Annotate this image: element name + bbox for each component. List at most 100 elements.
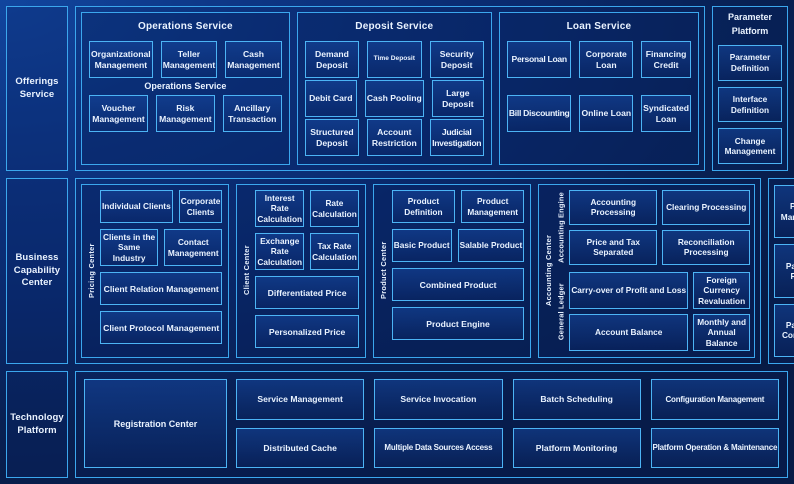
technology-platform-row: Technology Platform Registration Center … xyxy=(6,371,788,478)
cell-exchange-rate-calculation[interactable]: Exchange Rate Calculation xyxy=(255,233,305,271)
panel-pricing-center[interactable]: Pricing Center Individual Clients Corpor… xyxy=(81,184,230,358)
panel-title-operations-service: Operations Service xyxy=(137,21,233,32)
cell-contact-management[interactable]: Contact Management xyxy=(164,229,223,267)
cell-accounting-processing[interactable]: Accounting Processing xyxy=(569,190,658,225)
rail-technology-platform: Technology Platform xyxy=(6,371,68,478)
cell-financing-credit[interactable]: Financing Credit xyxy=(641,41,691,78)
cell-reconciliation-processing[interactable]: Reconciliation Processing xyxy=(662,229,751,265)
cell-corporate-loan[interactable]: Corporate Loan xyxy=(579,41,634,78)
cell-configuration-management[interactable]: Configuration Management xyxy=(650,379,779,420)
cell-time-deposit[interactable]: Time Deposit xyxy=(367,41,422,78)
cell-teller-management[interactable]: Teller Management xyxy=(160,41,218,78)
panel-title-loan-service: Loan Service xyxy=(566,21,632,32)
operations-service-row-1: Organizational Management Teller Managem… xyxy=(89,41,282,78)
cell-parameter-release[interactable]: Parameter Release xyxy=(774,244,794,298)
cell-voucher-management[interactable]: Voucher Management xyxy=(89,95,148,132)
panel-accounting-center[interactable]: Accounting Center Accounting Engine Acco… xyxy=(538,184,756,358)
cell-risk-management[interactable]: Risk Management xyxy=(155,95,215,132)
cell-online-loan[interactable]: Online Loan xyxy=(579,95,634,132)
cell-distributed-cache[interactable]: Distributed Cache xyxy=(236,427,365,468)
cell-account-balance[interactable]: Account Balance xyxy=(569,313,689,351)
parameter-platform-title: Parameter Platform xyxy=(727,12,773,36)
cell-client-relation-management[interactable]: Client Relation Management xyxy=(100,272,223,306)
cell-registration-center[interactable]: Registration Center xyxy=(84,379,227,468)
cell-parameter-definition[interactable]: Parameter Definition xyxy=(718,45,782,81)
cell-interest-rate-calculation[interactable]: Interest Rate Calculation xyxy=(255,190,305,228)
panel-loan-service[interactable]: Loan Service Personal Loan Corporate Loa… xyxy=(498,12,699,165)
cell-monthly-and-annual-balance[interactable]: Monthly and Annual Balance xyxy=(693,313,751,351)
cell-product-definition[interactable]: Product Definition xyxy=(391,190,456,223)
cell-batch-scheduling[interactable]: Batch Scheduling xyxy=(512,379,641,420)
cell-ancillary-transaction[interactable]: Ancillary Transaction xyxy=(222,95,282,132)
cell-bill-discounting[interactable]: Bill Discounting xyxy=(506,95,572,132)
cell-foreign-currency-revaluation[interactable]: Foreign Currency Revaluation xyxy=(693,271,751,309)
deposit-service-row-1: Demand Deposit Time Deposit Security Dep… xyxy=(304,41,484,78)
cell-salable-product[interactable]: Salable Product xyxy=(457,229,525,262)
cell-interface-definition[interactable]: Interface Definition xyxy=(718,86,782,123)
subgroup-general-ledger: General Ledger Carry-over of Profit and … xyxy=(555,271,751,351)
cell-service-invocation[interactable]: Service Invocation xyxy=(374,379,503,420)
cell-rate-calculation[interactable]: Rate Calculation xyxy=(310,190,359,228)
panel-subtitle-operations-service: Operations Service xyxy=(144,81,227,91)
business-capability-center-row: Business Capability Center Pricing Cente… xyxy=(6,178,794,364)
panel-label-product-center: Product Center xyxy=(378,241,388,300)
panel-title-deposit-service: Deposit Service xyxy=(355,21,434,32)
panel-operations-service[interactable]: Operations Service Organizational Manage… xyxy=(81,12,290,165)
cell-platform-monitoring[interactable]: Platform Monitoring xyxy=(512,427,641,468)
cell-platform-operation-and-maintenance[interactable]: Platform Operation & Maintenance xyxy=(650,427,779,468)
cell-personalized-price[interactable]: Personalized Price xyxy=(255,315,359,349)
cell-tax-rate-calculation[interactable]: Tax Rate Calculation xyxy=(310,233,359,271)
cell-personal-loan[interactable]: Personal Loan xyxy=(506,41,572,78)
offerings-service-panels: Operations Service Organizational Manage… xyxy=(75,6,705,171)
panel-deposit-service[interactable]: Deposit Service Demand Deposit Time Depo… xyxy=(296,12,492,165)
deposit-service-row-2: Debit Card Cash Pooling Large Deposit xyxy=(304,80,484,117)
business-capability-panels: Pricing Center Individual Clients Corpor… xyxy=(75,178,762,364)
cell-combined-product[interactable]: Combined Product xyxy=(391,268,525,301)
cell-structured-deposit[interactable]: Structured Deposit xyxy=(304,119,360,156)
rail-offerings-service: Offerings Service xyxy=(6,6,68,171)
cell-debit-card[interactable]: Debit Card xyxy=(304,80,357,117)
panel-label-pricing-center: Pricing Center xyxy=(87,243,96,298)
parameter-platform-column-top: Parameter Platform Parameter Definition … xyxy=(712,6,788,171)
cell-demand-deposit[interactable]: Demand Deposit xyxy=(304,41,360,78)
cell-cash-management[interactable]: Cash Management xyxy=(225,41,282,78)
panel-label-accounting-center: Accounting Center xyxy=(544,234,554,307)
rail-business-capability-center: Business Capability Center xyxy=(6,178,68,364)
panel-label-client-center: Client Center xyxy=(242,245,252,296)
cell-large-deposit[interactable]: Large Deposit xyxy=(431,80,484,117)
cell-security-deposit[interactable]: Security Deposit xyxy=(429,41,484,78)
cell-clearing-processing[interactable]: Clearing Processing xyxy=(662,190,751,225)
cell-product-engine[interactable]: Product Engine xyxy=(391,307,525,340)
cell-parameter-comparison[interactable]: Parameter Comparison xyxy=(774,303,794,357)
cell-client-protocol-management[interactable]: Client Protocol Management xyxy=(100,311,223,345)
cell-carry-over-of-profit-and-loss[interactable]: Carry-over of Profit and Loss xyxy=(569,271,689,309)
cell-change-management[interactable]: Change Management xyxy=(718,128,782,165)
parameter-platform-column-bottom: Process Management Parameter Release Par… xyxy=(768,178,794,364)
cell-price-and-tax-separated[interactable]: Price and Tax Separated xyxy=(569,229,658,265)
cell-product-management[interactable]: Product Management xyxy=(461,190,525,223)
cell-organizational-management[interactable]: Organizational Management xyxy=(89,41,153,78)
cell-account-restriction[interactable]: Account Restriction xyxy=(367,119,422,156)
cell-cash-pooling[interactable]: Cash Pooling xyxy=(364,80,424,117)
cell-differentiated-price[interactable]: Differentiated Price xyxy=(255,276,359,310)
cell-judicial-investigation[interactable]: Judicial Investigation xyxy=(429,119,484,156)
technology-platform-panel: Registration Center Service Management S… xyxy=(75,371,788,478)
cell-basic-product[interactable]: Basic Product xyxy=(391,229,452,262)
cell-syndicated-loan[interactable]: Syndicated Loan xyxy=(641,95,691,132)
sublabel-general-ledger: General Ledger xyxy=(556,282,566,340)
sublabel-accounting-engine: Accounting Engine xyxy=(556,192,566,263)
panel-client-center[interactable]: Client Center Interest Rate Calculation … xyxy=(236,184,366,358)
cell-corporate-clients[interactable]: Corporate Clients xyxy=(178,190,223,223)
subgroup-accounting-engine: Accounting Engine Accounting Processing … xyxy=(555,190,751,265)
panel-product-center[interactable]: Product Center Product Definition Produc… xyxy=(372,184,532,358)
cell-service-management[interactable]: Service Management xyxy=(236,379,365,420)
cell-multiple-data-sources-access[interactable]: Multiple Data Sources Access xyxy=(374,427,503,468)
offerings-service-row: Offerings Service Operations Service Org… xyxy=(6,6,788,171)
cell-process-management[interactable]: Process Management xyxy=(774,185,794,239)
technology-platform-grid: Service Management Service Invocation Ba… xyxy=(236,379,779,468)
operations-service-row-2: Voucher Management Risk Management Ancil… xyxy=(89,95,282,132)
cell-individual-clients[interactable]: Individual Clients xyxy=(100,190,173,223)
cell-clients-in-the-same-industry[interactable]: Clients in the Same Industry xyxy=(100,229,159,267)
loan-service-grid: Personal Loan Corporate Loan Financing C… xyxy=(506,41,691,132)
